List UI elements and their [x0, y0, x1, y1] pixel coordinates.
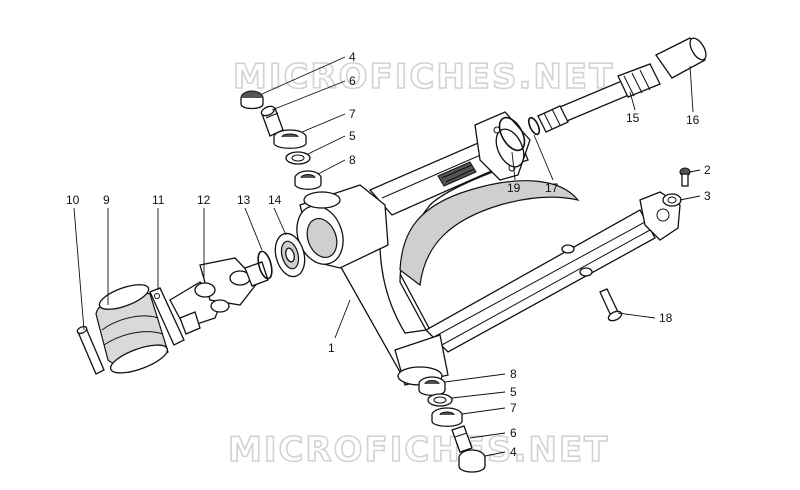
callout-13: 13 — [237, 193, 251, 207]
swing-arm — [296, 111, 681, 386]
cap-right — [662, 193, 682, 207]
bushing-bottom — [418, 376, 446, 396]
circlip — [257, 250, 273, 280]
watermark-top: MICROFICHES.NET — [233, 57, 614, 97]
bleed-screw — [679, 167, 691, 187]
bearing-bottom — [431, 407, 463, 427]
pivot-pin-top — [260, 105, 284, 137]
clamp — [76, 325, 105, 375]
o-ring — [498, 116, 526, 152]
callout-10: 10 — [66, 193, 80, 207]
callout-19: 19 — [507, 181, 521, 195]
callout-4-bottom: 4 — [510, 445, 517, 459]
callout-2: 2 — [704, 163, 711, 177]
cap-nut-top — [240, 90, 264, 110]
seal-bottom — [427, 393, 453, 407]
leader-lines — [73, 56, 701, 457]
callout-9: 9 — [103, 193, 110, 207]
pivot-stack-top — [240, 90, 322, 190]
snap-ring — [527, 116, 541, 136]
seal-top — [285, 151, 311, 165]
ball-bearing — [274, 232, 306, 278]
callout-4-top: 4 — [349, 50, 356, 64]
callout-5-bottom: 5 — [510, 385, 517, 399]
retainer-plate — [149, 287, 185, 346]
callout-12: 12 — [197, 193, 211, 207]
callout-5-top: 5 — [349, 129, 356, 143]
callout-17: 17 — [545, 181, 559, 195]
sleeve — [655, 37, 707, 79]
bearing-top — [273, 129, 307, 149]
dust-boot — [95, 284, 169, 374]
callout-18: 18 — [659, 311, 673, 325]
callout-16: 16 — [686, 113, 700, 127]
callout-8-top: 8 — [349, 153, 356, 167]
callout-15: 15 — [626, 111, 640, 125]
bolt — [599, 288, 623, 322]
callout-7-top: 7 — [349, 107, 356, 121]
pivot-stack-bottom — [418, 376, 486, 473]
callouts: 4 6 7 5 8 2 3 19 17 15 16 10 9 11 12 13 … — [66, 50, 711, 459]
callout-8-bottom: 8 — [510, 367, 517, 381]
callout-11: 11 — [152, 193, 165, 207]
callout-14: 14 — [268, 193, 282, 207]
pivot-pin-bottom — [451, 425, 473, 453]
callout-1: 1 — [328, 341, 335, 355]
bushing-top — [294, 170, 322, 190]
universal-joint — [169, 257, 269, 335]
watermark-bottom: MICROFICHES.NET — [228, 430, 609, 470]
callout-3: 3 — [704, 189, 711, 203]
callout-6-bottom: 6 — [510, 426, 517, 440]
splined-shaft — [537, 63, 661, 133]
cap-nut-bottom — [458, 449, 486, 473]
callout-6-top: 6 — [349, 74, 356, 88]
callout-7-bottom: 7 — [510, 401, 517, 415]
